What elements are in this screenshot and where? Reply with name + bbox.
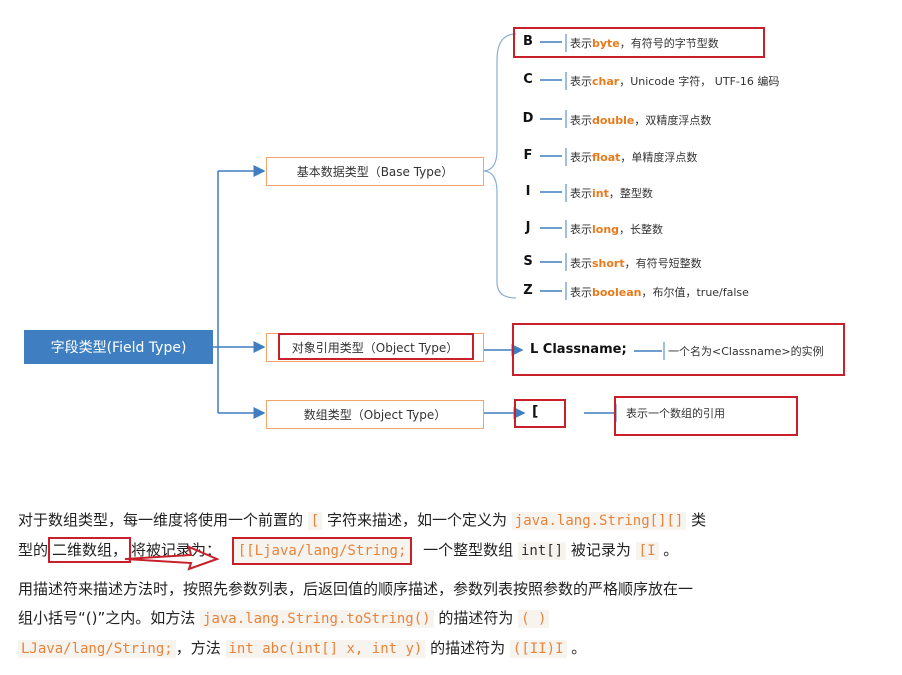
object-type-label: 对象引用类型（Object Type）	[291, 341, 459, 355]
paragraph-array-line-1: 对于数组类型，每一维度将使用一个前置的 [ 字符来描述，如一个定义为 java.…	[18, 511, 707, 530]
leaf-desc-j: 表示long，长整数	[570, 223, 664, 236]
leaf-letter-z: Z	[523, 283, 533, 298]
leaf-desc-c: 表示char，Unicode 字符， UTF-16 编码	[570, 75, 780, 88]
paragraph-array-line-2: 型的二维数组，将被记录为： [[Ljava/lang/String; 一个整型数…	[18, 536, 838, 571]
object-descriptor: L Classname;	[530, 342, 627, 357]
leaf-letter-i: I	[525, 184, 531, 199]
leaf-desc-s: 表示short，有符号短整数	[570, 257, 702, 270]
object-type-node: 对象引用类型（Object Type）	[266, 333, 484, 362]
field-type-diagram: 字段类型(Field Type) 基本数据类型（Base Type） 对象引用类…	[24, 27, 845, 436]
inline-code-int-descriptor: [I	[635, 542, 659, 560]
leaf-letter-c: C	[523, 72, 533, 87]
leaf-desc-b: 表示byte，有符号的字节型数	[570, 37, 719, 50]
leaf-desc-i: 表示int，整型数	[570, 187, 653, 200]
leaf-desc-z: 表示boolean，布尔值，true/false	[570, 286, 749, 299]
paragraph-method-line-3: LJava/lang/String;，方法 int abc(int[] x, i…	[18, 634, 838, 664]
leaf-desc-f: 表示float，单精度浮点数	[570, 151, 698, 164]
connector-lines	[213, 33, 665, 422]
paragraph-method-descriptor: 用描述符来描述方法时，按照先参数列表，后返回值的顺序描述，参数列表按照参数的严格…	[18, 575, 838, 664]
inline-code-abc-method: int abc(int[] x, int y)	[225, 640, 426, 658]
inline-code-return-type: LJava/lang/String;	[18, 640, 176, 658]
inline-code-ljava-string: [[Ljava/lang/String;	[231, 537, 413, 565]
array-type-node: 数组类型（Object Type）	[266, 400, 484, 429]
base-type-node: 基本数据类型（Base Type）	[266, 157, 484, 186]
object-descriptor-desc: 一个名为<Classname>的实例	[668, 345, 824, 358]
inline-code-java-string-array: java.lang.String[][]	[511, 512, 687, 530]
two-dim-array-highlight: 二维数组，	[48, 537, 132, 563]
inline-code-empty-params: ( )	[518, 610, 550, 628]
leaf-letter-s: S	[523, 254, 533, 269]
leaf-desc-d: 表示double，双精度浮点数	[570, 114, 712, 127]
root-node-field-type: 字段类型(Field Type)	[24, 330, 213, 364]
array-desc-highlight	[614, 396, 798, 436]
paragraph-array-type: 对于数组类型，每一维度将使用一个前置的 [ 字符来描述，如一个定义为 java.…	[18, 506, 838, 571]
byte-highlight	[513, 27, 765, 58]
object-target-highlight	[512, 323, 845, 376]
paragraph-method-line-2: 组小括号“()”之内。如方法 java.lang.String.toString…	[18, 604, 838, 634]
array-descriptor: [	[532, 404, 539, 420]
object-type-highlight	[278, 333, 474, 360]
paragraph-method-line-1: 用描述符来描述方法时，按照先参数列表，后返回值的顺序描述，参数列表按照参数的严格…	[18, 580, 694, 598]
array-descriptor-desc: 表示一个数组的引用	[626, 407, 725, 420]
inline-code-int-array: int[]	[517, 542, 567, 560]
leaf-letter-d: D	[522, 111, 534, 126]
inline-code-bracket: [	[307, 512, 323, 530]
leaf-letter-j: J	[525, 220, 531, 235]
inline-code-abc-descriptor: ([II)I	[509, 640, 567, 658]
inline-code-tostring: java.lang.String.toString()	[200, 610, 434, 628]
array-target-highlight	[514, 399, 566, 428]
leaf-letter-b: B	[523, 34, 533, 49]
leaf-letter-f: F	[523, 148, 533, 163]
